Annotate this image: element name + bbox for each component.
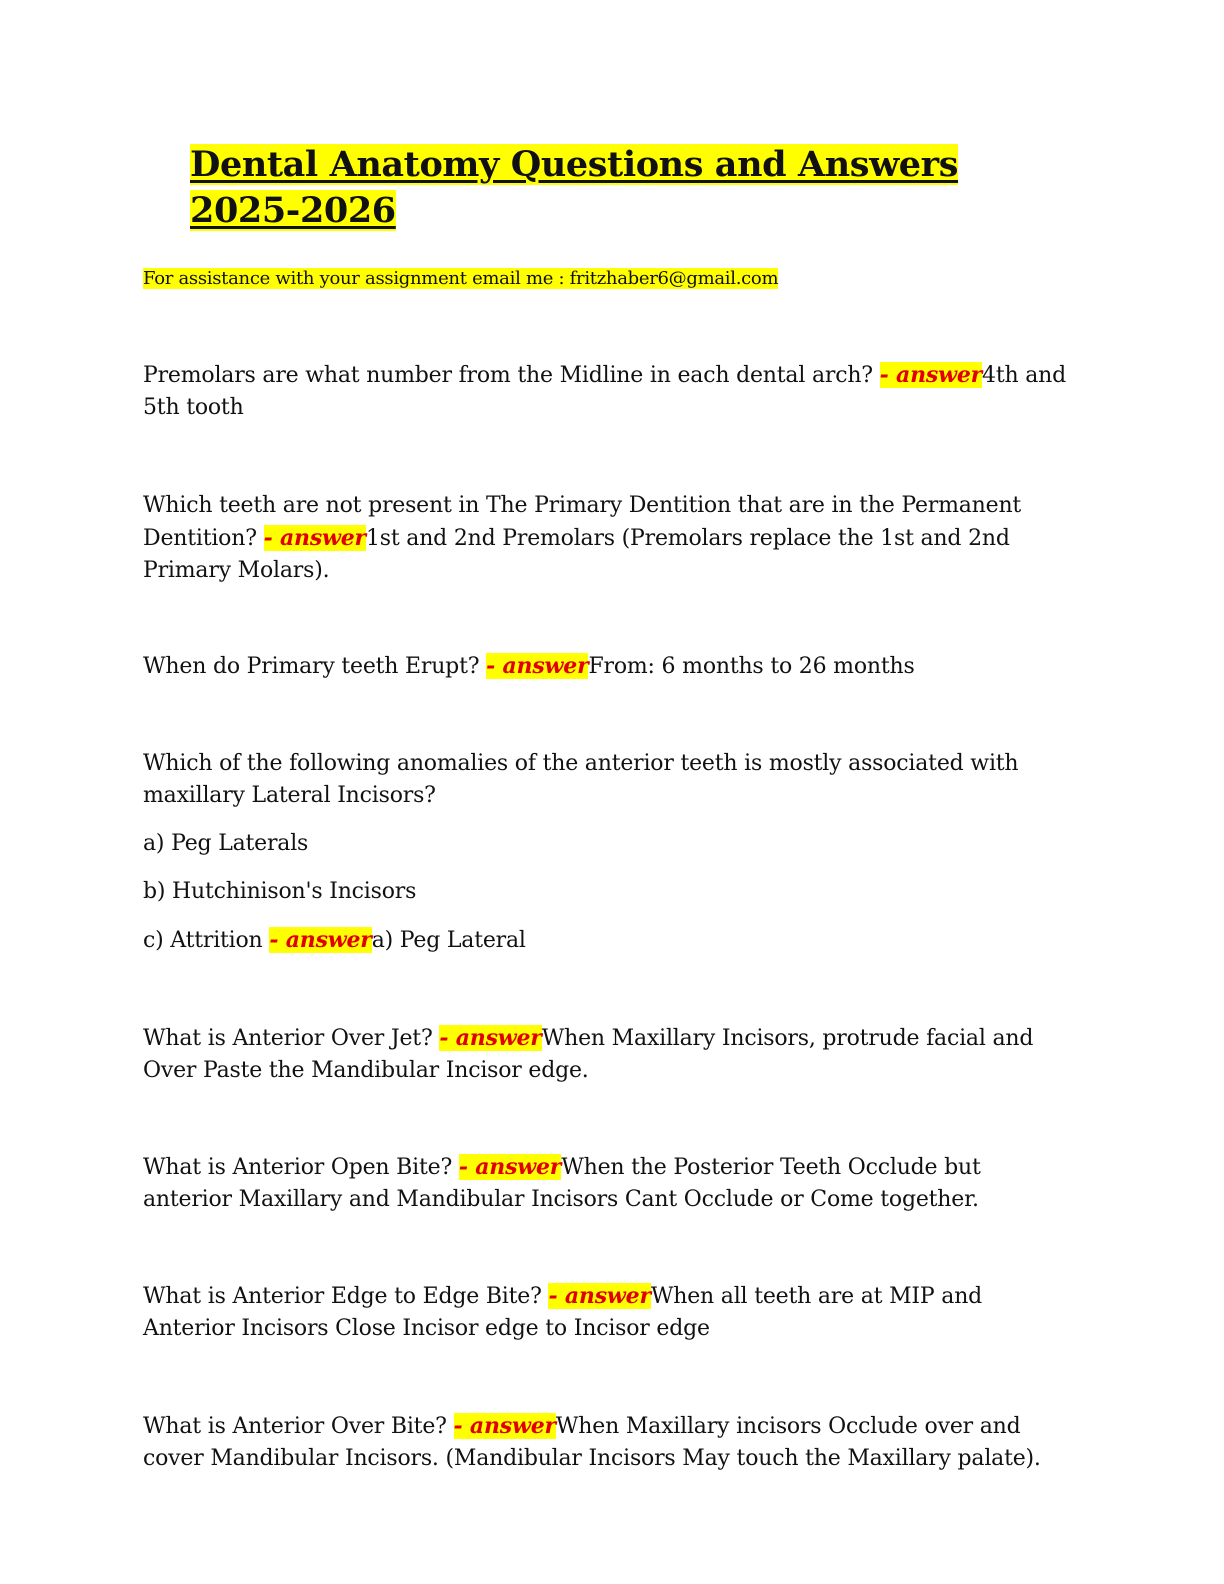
qa-item-4: Which of the following anomalies of the … — [143, 748, 1073, 957]
answer-marker: - answer — [486, 653, 589, 679]
option-a: a) Peg Laterals — [143, 831, 309, 856]
answer-marker: - answer — [458, 1154, 562, 1180]
answer-text: a) Peg Lateral — [371, 928, 526, 953]
question-text: Which of the following anomalies of the … — [143, 751, 1019, 808]
qa-item-3: When do Primary teeth Erupt? - answerFro… — [143, 650, 1073, 683]
answer-marker: - answer — [269, 927, 372, 953]
answer-text: 1st and 2nd Premolars (Premolars replace… — [143, 526, 1010, 583]
contact-text: For assistance with your assignment emai… — [143, 268, 779, 289]
qa-item-1: Premolars are what number from the Midli… — [143, 359, 1073, 424]
answer-text: From: 6 months to 26 months — [588, 654, 915, 679]
question-text: What is Anterior Over Bite? — [143, 1414, 454, 1439]
question-text: Premolars are what number from the Midli… — [143, 363, 880, 388]
contact-line: For assistance with your assignment emai… — [143, 266, 779, 292]
question-text: When do Primary teeth Erupt? — [143, 654, 487, 679]
qa-item-2: Which teeth are not present in The Prima… — [143, 490, 1073, 587]
document-title-text: Dental Anatomy Questions and Answers 202… — [190, 144, 959, 231]
answer-text: When Maxillary incisors Occlude over and… — [143, 1414, 1041, 1471]
answer-marker: - answer — [453, 1413, 556, 1439]
answer-text: When Maxillary Incisors, protrude facial… — [143, 1026, 1034, 1083]
answer-text: 4th and 5th tooth — [143, 363, 1066, 420]
qa-item-8: What is Anterior Over Bite? - answerWhen… — [143, 1410, 1073, 1475]
answer-text: When all teeth are at MIP and Anterior I… — [143, 1284, 983, 1341]
answer-text: When the Posterior Teeth Occlude but ant… — [143, 1155, 981, 1212]
question-text: What is Anterior Over Jet? — [143, 1026, 440, 1051]
question-text: Which teeth are not present in The Prima… — [143, 493, 1022, 551]
option-c: c) Attrition - answera) Peg Lateral — [143, 924, 1073, 957]
answer-marker: - answer — [548, 1283, 651, 1309]
qa-item-7: What is Anterior Edge to Edge Bite? - an… — [143, 1280, 1073, 1345]
qa-item-5: What is Anterior Over Jet? - answerWhen … — [143, 1022, 1073, 1087]
option-b: b) Hutchinison's Incisors — [143, 879, 417, 904]
question-text: What is Anterior Edge to Edge Bite? — [143, 1284, 549, 1309]
question-text: What is Anterior Open Bite? — [143, 1155, 459, 1180]
document-title: Dental Anatomy Questions and Answers 202… — [190, 142, 1050, 234]
option-c-text: c) Attrition — [143, 928, 270, 953]
answer-marker: - answer — [439, 1025, 542, 1051]
qa-item-6: What is Anterior Open Bite? - answerWhen… — [143, 1151, 1073, 1216]
answer-marker: - answer — [263, 525, 366, 551]
answer-marker: - answer — [879, 362, 983, 388]
